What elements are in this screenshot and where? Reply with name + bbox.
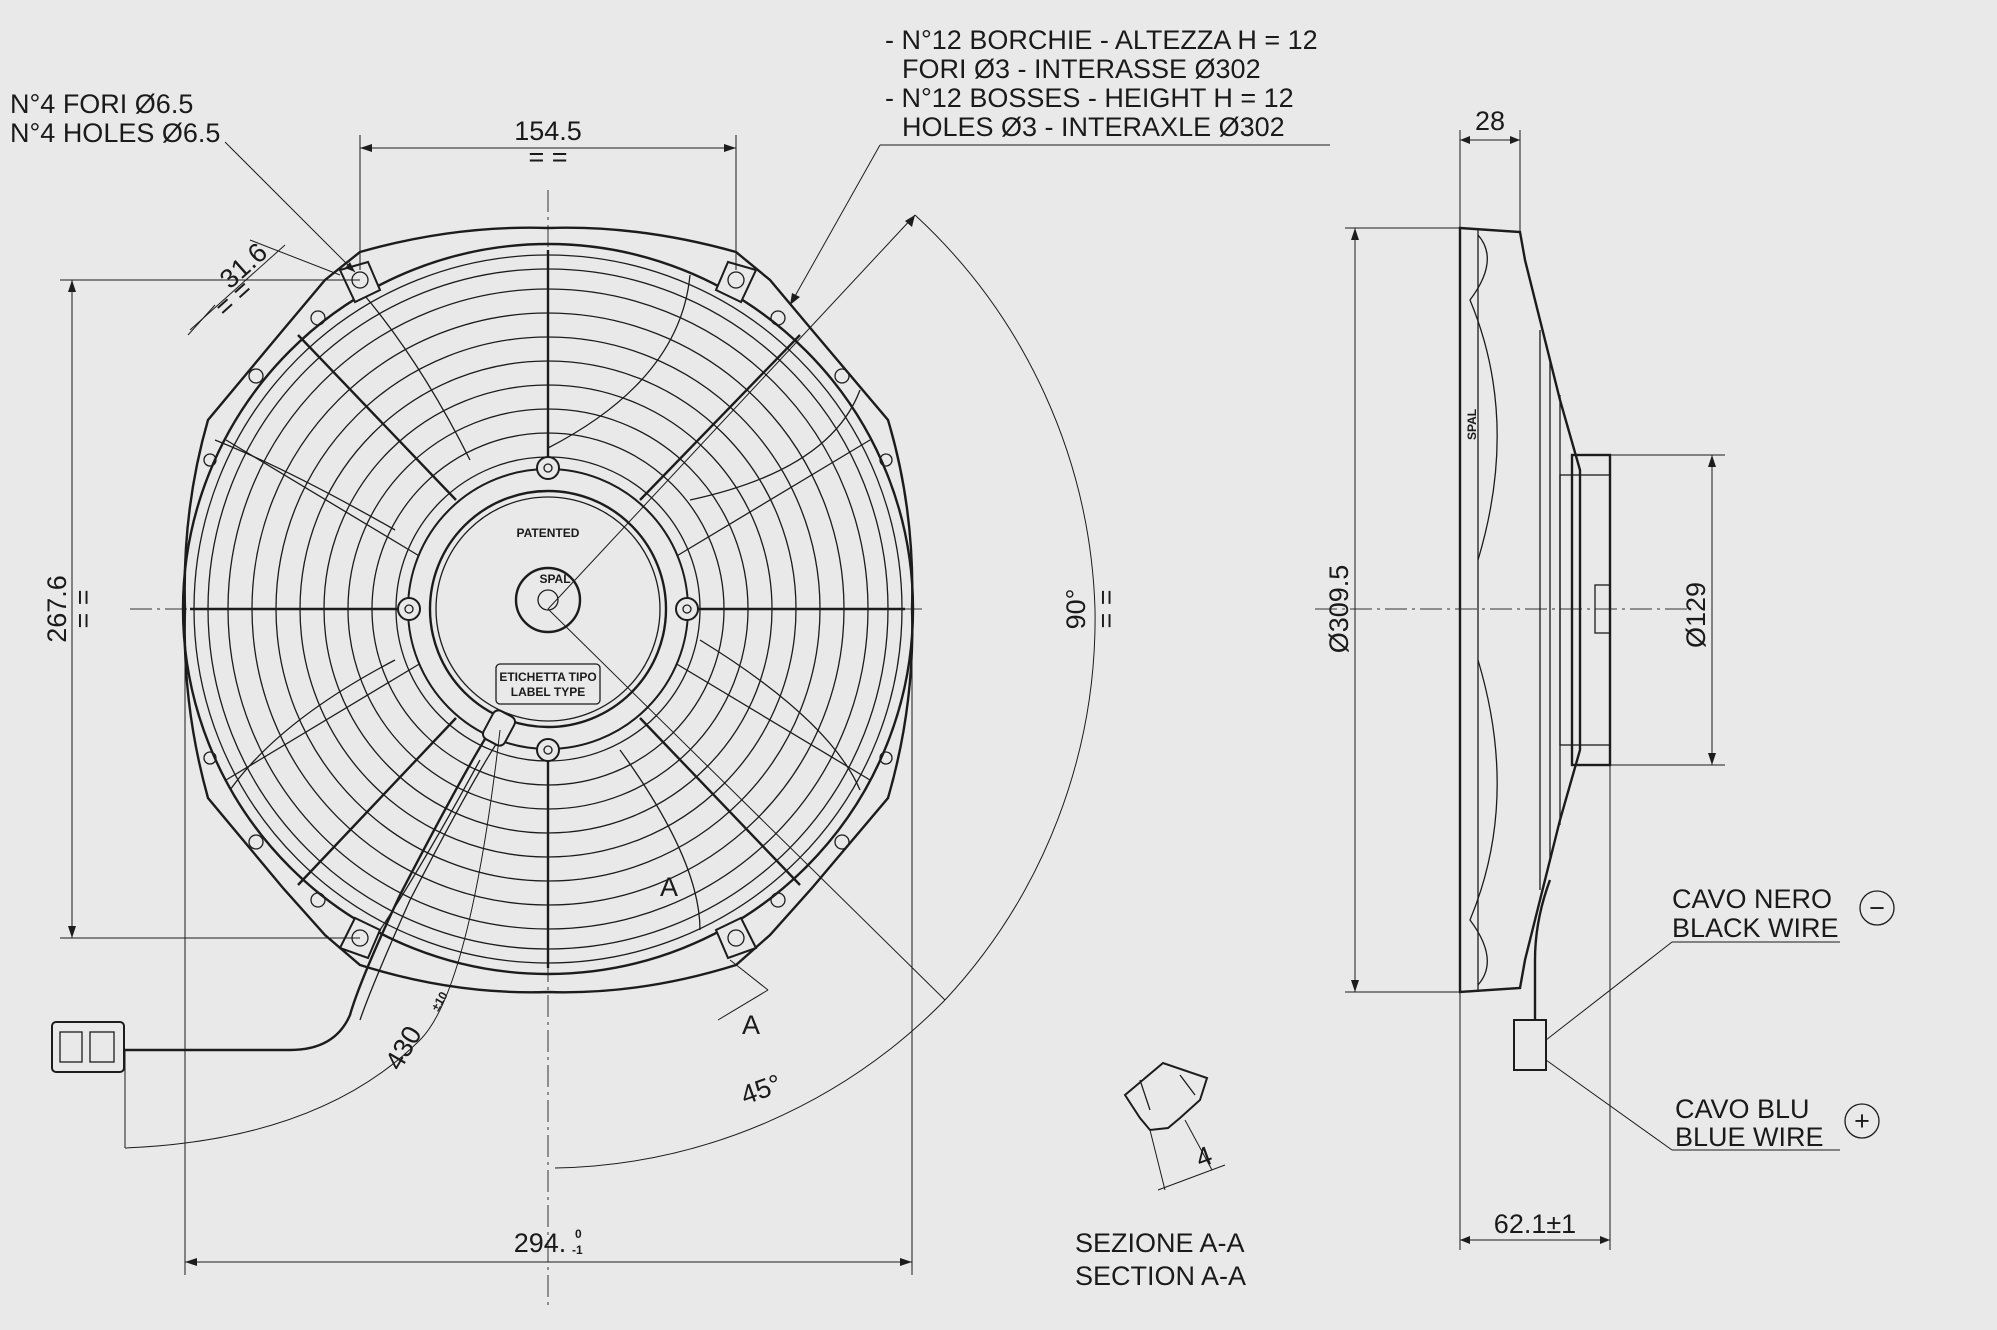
connector [51,1021,125,1073]
front-view: PATENTED SPAL ETICHETTA TIPO LABEL TYPE [51,190,925,1310]
side-motor [1570,453,1612,767]
section-detail: 4 SEZIONE A-A SECTION A-A [1075,1061,1246,1291]
dim-diameter-outer: Ø309.5 [1324,565,1354,654]
dim-overall-tol-upper: 0 [575,1227,582,1241]
hub-screws [397,456,699,762]
blue-wire-it: CAVO BLU [1675,1094,1810,1124]
dim-depth-top: 28 [1475,106,1505,136]
note-bosses-en-1: - N°12 BOSSES - HEIGHT H = 12 [885,83,1294,113]
dim-height-left-equal: = = [68,589,98,628]
section-marker-lower: A [742,1010,760,1040]
note-holes-it: N°4 FORI Ø6.5 [10,89,193,119]
side-shroud [1458,226,1582,994]
type-label-text-en: LABEL TYPE [511,685,585,699]
dim-angle-90: 90° [1061,589,1091,630]
negative-terminal-icon [1859,890,1895,926]
dim-depth-bottom: 62.1±1 [1494,1209,1576,1239]
side-cable [1533,879,1552,1020]
type-label-box [495,663,601,705]
cable-grommet [482,709,516,747]
power-cable [125,719,498,1052]
dim-cable-length: 430 [379,1021,428,1075]
dim-width-top-equal: = = [528,142,567,172]
positive-terminal-icon [1844,1103,1880,1139]
negative-sign: − [1869,893,1885,923]
note-holes-en: N°4 HOLES Ø6.5 [10,118,220,148]
dim-angle-45: 45° [737,1068,786,1110]
section-title-it: SEZIONE A-A [1075,1228,1245,1258]
note-bosses-it-2: FORI Ø3 - INTERASSE Ø302 [902,54,1261,84]
note-bosses-en-2: HOLES Ø3 - INTERAXLE Ø302 [902,112,1285,142]
dim-diameter-motor: Ø129 [1681,582,1711,648]
bosses [203,310,893,908]
positive-sign: + [1854,1106,1870,1136]
blue-wire-en: BLUE WIRE [1675,1122,1824,1152]
side-connector [1513,1019,1547,1071]
dim-overall-tol-lower: -1 [572,1243,583,1257]
dim-width-top: 154.5 [514,116,582,146]
side-view: SPAL 28 Ø309.5 Ø129 62.1±1 [1315,106,1725,1250]
note-bosses-it-1: - N°12 BORCHIE - ALTEZZA H = 12 [885,25,1318,55]
type-label-text-it: ETICHETTA TIPO [499,670,596,684]
dim-overall-width: 294. [514,1228,567,1258]
dim-height-left: 267.6 [42,575,72,643]
section-title-en: SECTION A-A [1075,1261,1246,1291]
black-wire-en: BLACK WIRE [1672,913,1839,943]
notes: N°4 FORI Ø6.5 N°4 HOLES Ø6.5 - N°12 BORC… [10,25,1330,148]
hub-brand-text: SPAL [539,572,570,586]
dim-angle-90-equal: = = [1091,589,1121,628]
black-wire-it: CAVO NERO [1672,884,1832,914]
side-brand-text: SPAL [1465,409,1479,440]
wire-labels: CAVO NERO BLACK WIRE − CAVO BLU BLUE WIR… [1545,884,1895,1152]
section-thickness: 4 [1192,1140,1216,1173]
hub-patented-text: PATENTED [517,526,580,540]
section-marker-upper: A [660,872,678,902]
side-fins [1539,330,1561,890]
grille-spokes [190,250,905,968]
dim-hole-spacing-equal: = = [209,274,258,322]
